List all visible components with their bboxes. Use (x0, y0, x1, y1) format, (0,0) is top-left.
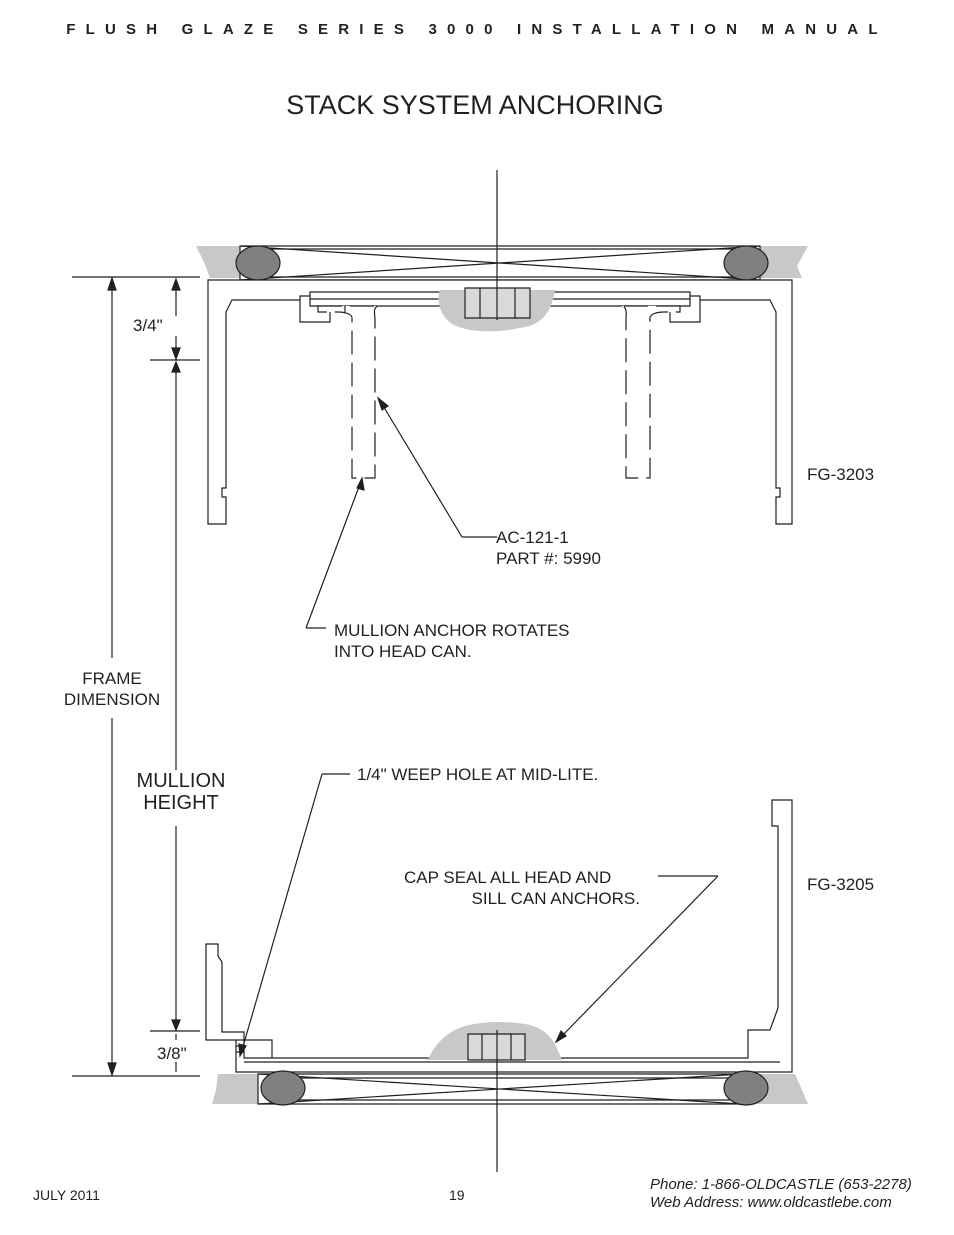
head-frame-profile (207, 279, 793, 525)
cap-seal-note-line1: CAP SEAL ALL HEAD AND (404, 868, 612, 887)
mullion-height-line2: HEIGHT (143, 792, 219, 814)
frame-dimension-line1: FRAME (82, 669, 142, 688)
dim-top-label: 3/4" (133, 316, 163, 335)
head-shim-right (723, 245, 769, 281)
mullion-height-line1: MULLION (136, 770, 226, 792)
part-sill-label: FG-3205 (807, 875, 875, 894)
part-head-label: FG-3203 (807, 465, 875, 484)
anchor-part-line1: AC-121-1 (496, 528, 569, 547)
footer-date: JULY 2011 (33, 1187, 100, 1203)
sill-frame-profile (205, 799, 793, 1073)
cap-seal-note-line2: SILL CAN ANCHORS. (471, 889, 640, 908)
weep-hole-note: 1/4" WEEP HOLE AT MID-LITE. (357, 765, 599, 784)
frame-dimension-label: FRAME DIMENSION (50, 668, 174, 710)
cap-seal-note: CAP SEAL ALL HEAD AND SILL CAN ANCHORS. (398, 867, 640, 909)
mullion-anchor-right (619, 305, 681, 479)
mullion-anchor-note: MULLION ANCHOR ROTATES INTO HEAD CAN. (334, 620, 570, 662)
anchor-part-line2: PART #: 5990 (496, 549, 601, 568)
head-shim-left (235, 245, 281, 281)
page-number: 19 (449, 1187, 465, 1203)
mullion-anchor-note-line2: INTO HEAD CAN. (334, 642, 472, 661)
mullion-anchor-left (317, 305, 381, 479)
sill-shim-left (260, 1070, 306, 1106)
anchor-part-label: AC-121-1 PART #: 5990 (496, 527, 601, 569)
frame-dimension-line2: DIMENSION (63, 690, 161, 709)
footer-phone: Phone: 1-866-OLDCASTLE (653-2278) (650, 1176, 912, 1193)
mullion-anchor-note-line1: MULLION ANCHOR ROTATES (334, 621, 570, 640)
mullion-height-label: MULLION HEIGHT (125, 770, 237, 814)
dim-bottom-label: 3/8" (157, 1044, 187, 1063)
page-title: STACK SYSTEM ANCHORING (286, 90, 664, 120)
sill-shim-right (723, 1070, 769, 1106)
footer-web: Web Address: www.oldcastlebe.com (650, 1194, 892, 1211)
manual-header: FLUSH GLAZE SERIES 3000 INSTALLATION MAN… (66, 21, 888, 38)
